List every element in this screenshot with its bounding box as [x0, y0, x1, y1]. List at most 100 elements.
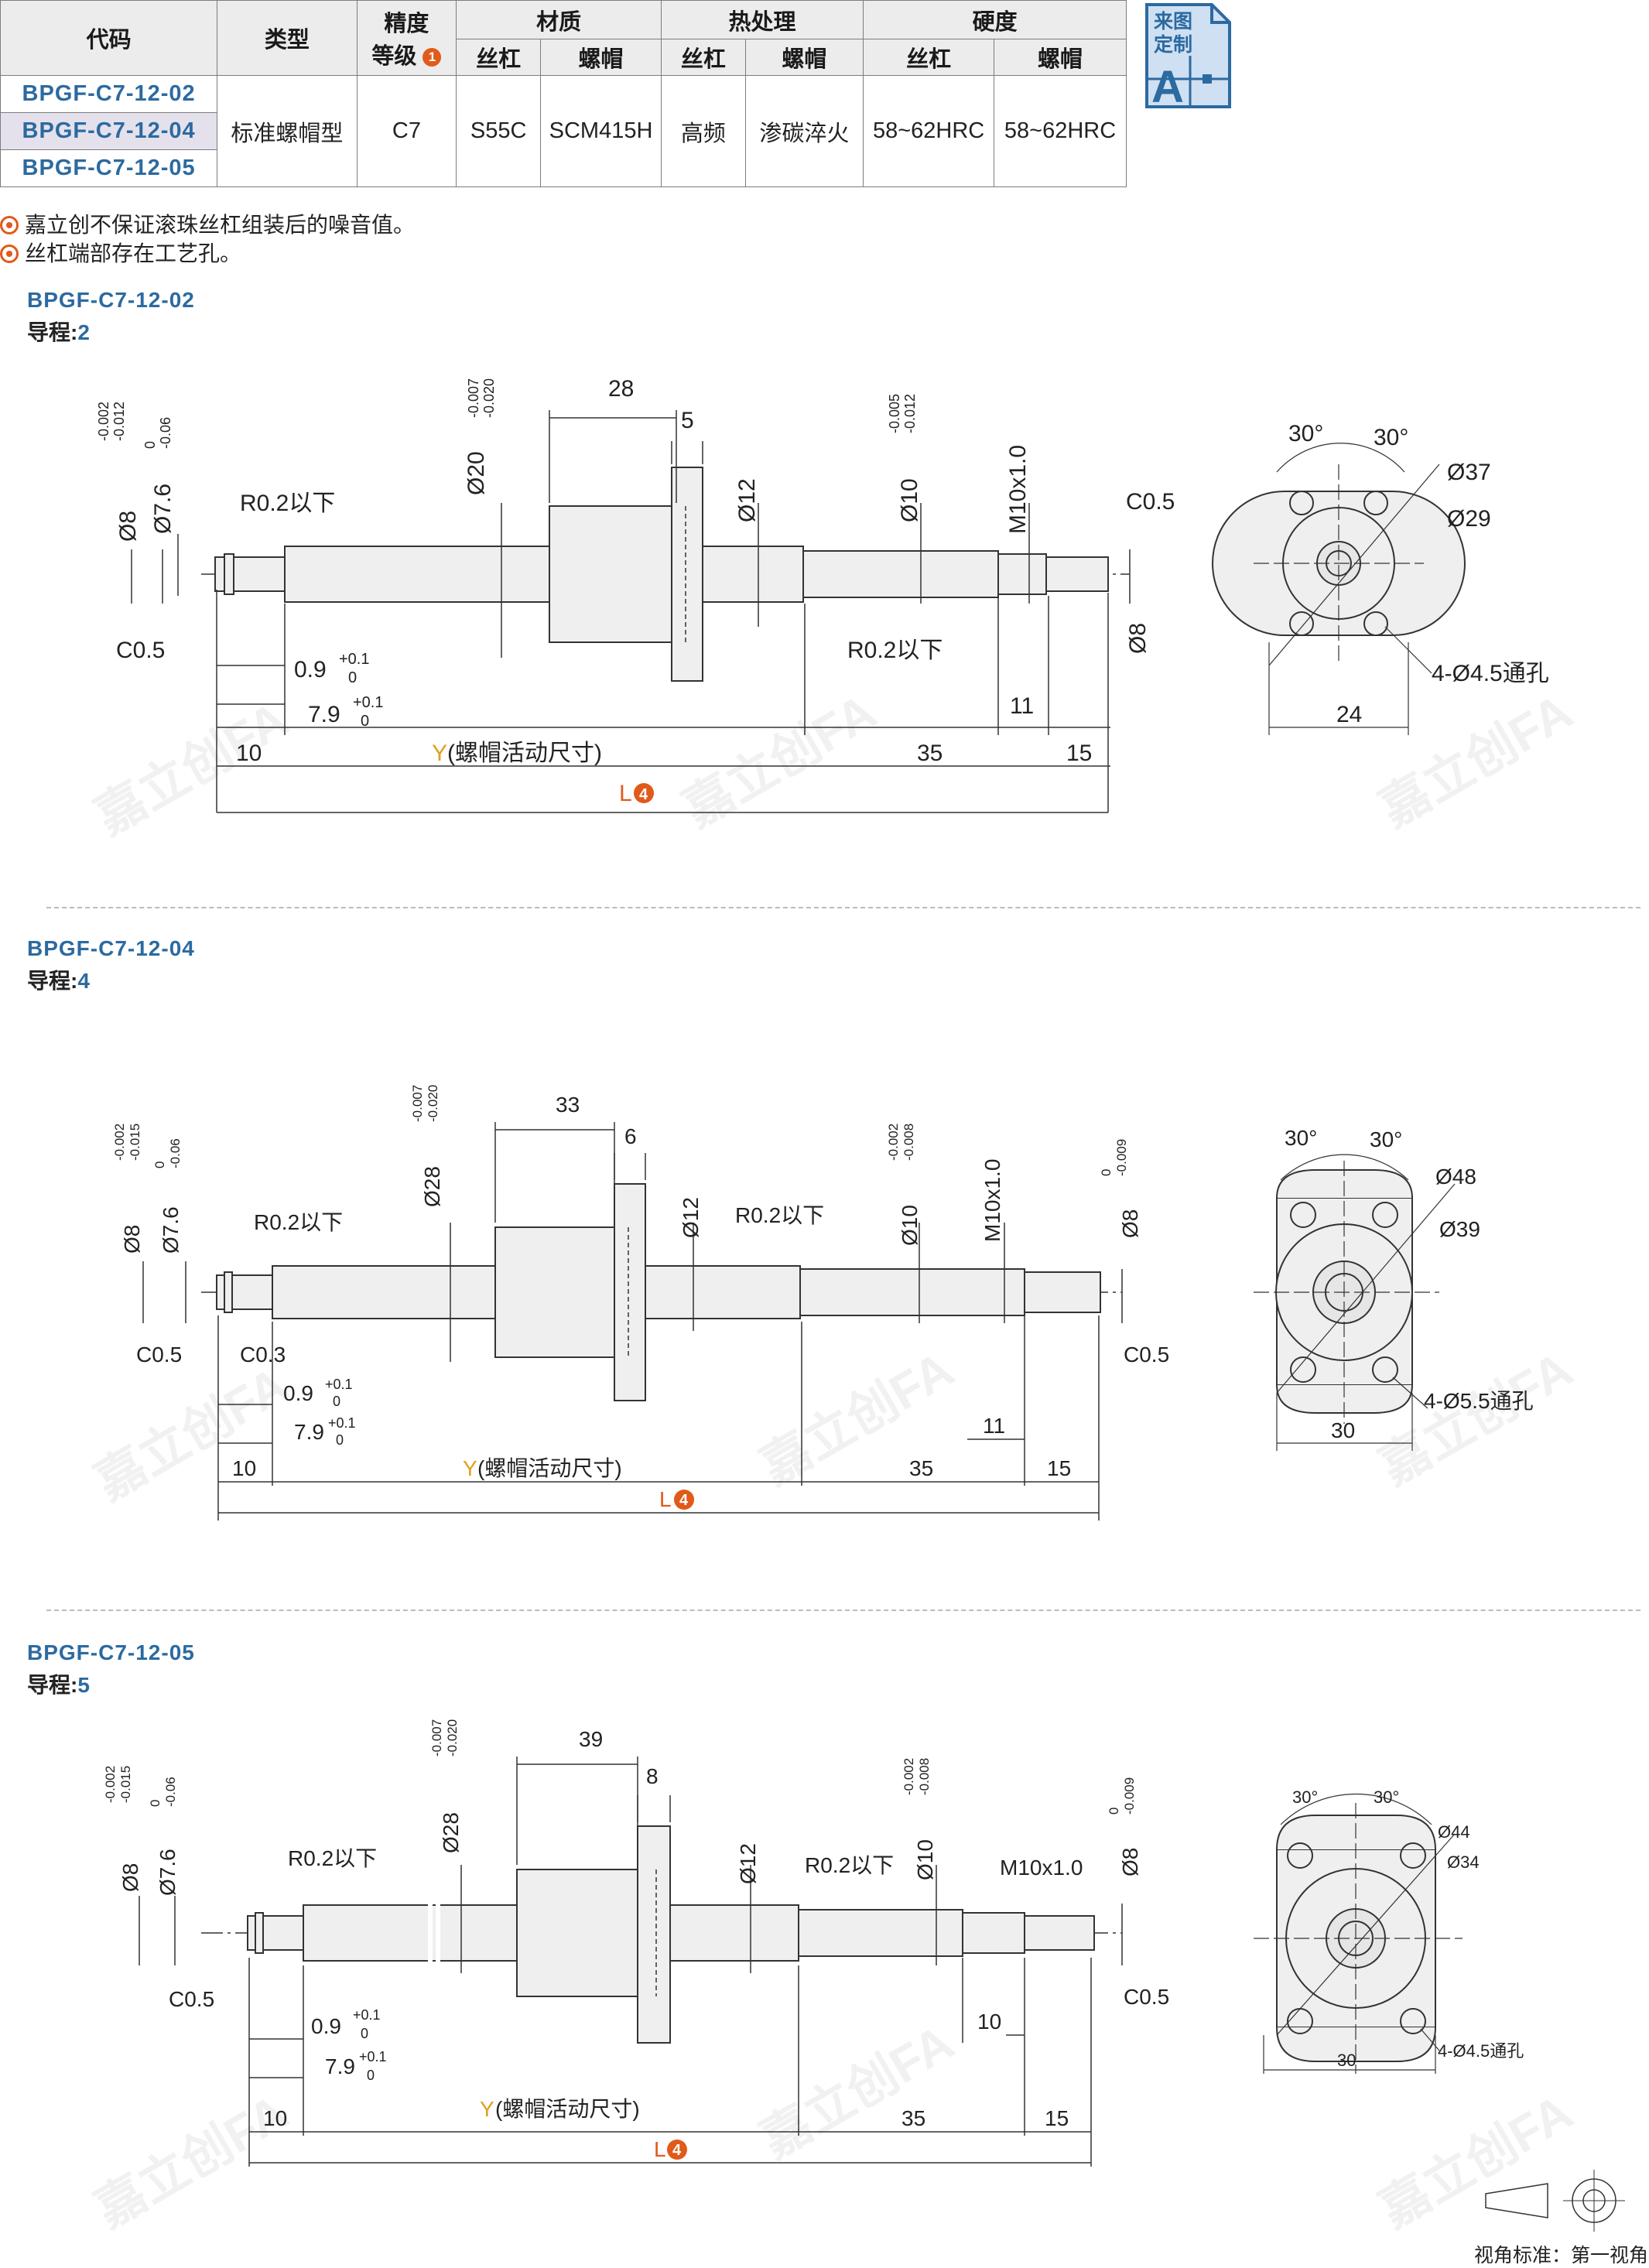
nut-flange [637, 1825, 671, 2044]
svg-text:4: 4 [679, 1492, 689, 1509]
svg-text:6: 6 [624, 1124, 637, 1148]
svg-text:R0.2以下: R0.2以下 [288, 1846, 377, 1870]
svg-text:-0.06: -0.06 [158, 417, 173, 449]
svg-text:-0.06: -0.06 [163, 1777, 178, 1807]
svg-text:C0.5: C0.5 [1126, 489, 1175, 515]
header-heat-screw: 丝杠 [660, 39, 746, 76]
flange-end-view [1212, 443, 1466, 735]
nut-body [494, 1226, 615, 1358]
header-hard-nut: 螺帽 [994, 39, 1127, 76]
svg-text:0: 0 [367, 2068, 375, 2083]
section-1-code: BPGF-C7-12-02 [27, 288, 195, 312]
svg-text:10: 10 [977, 2010, 1001, 2034]
svg-text:-0.015: -0.015 [118, 1766, 133, 1803]
svg-text:-0.020: -0.020 [481, 378, 497, 418]
svg-text:Ø8: Ø8 [115, 511, 141, 542]
section-1-lead: 导程:2 [27, 320, 90, 344]
svg-text:Ø8: Ø8 [1118, 1848, 1142, 1876]
svg-text:Ø7.6: Ø7.6 [159, 1206, 183, 1254]
svg-text:7.9: 7.9 [308, 702, 340, 727]
view-standard: 视角标准：第一视角 [1474, 2245, 1649, 2266]
svg-text:Ø8: Ø8 [120, 1225, 144, 1254]
svg-text:-0.002: -0.002 [96, 402, 111, 441]
svg-text:嘉立创FA: 嘉立创FA [1370, 683, 1582, 837]
svg-text:嘉立创FA: 嘉立创FA [674, 683, 885, 837]
header-precision: 精度 等级 1 [356, 0, 457, 76]
svg-text:15: 15 [1047, 1456, 1071, 1480]
code-cell-2[interactable]: BPGF-C7-12-04 [0, 112, 218, 150]
section-2-code: BPGF-C7-12-04 [27, 936, 195, 960]
svg-text:15: 15 [1066, 741, 1092, 766]
svg-text:C0.5: C0.5 [1124, 1985, 1169, 2009]
header-type: 类型 [217, 0, 358, 76]
svg-text:35: 35 [917, 741, 943, 766]
type-cell: 标准螺帽型 [217, 75, 358, 187]
svg-text:Ø44: Ø44 [1438, 1822, 1470, 1842]
svg-text:Ø8: Ø8 [1118, 1209, 1142, 1238]
note-bullet-icon [0, 244, 19, 263]
header-hard-screw: 丝杠 [863, 39, 995, 76]
svg-text:30°: 30° [1288, 421, 1323, 446]
svg-text:-0.008: -0.008 [917, 1758, 932, 1795]
notes: 嘉立创不保证滚珠丝杠组装后的噪音值。 丝杠端部存在工艺孔。 [0, 210, 415, 268]
svg-text:-0.007: -0.007 [466, 378, 481, 418]
svg-text:Ø10: Ø10 [897, 478, 922, 522]
spec-table: 代码 类型 精度 等级 1 材质 热处理 硬度 丝杠 螺帽 丝杠 螺帽 丝杠 螺… [0, 0, 1127, 187]
svg-text:Ø28: Ø28 [439, 1812, 463, 1853]
screw-shaft [216, 1183, 1101, 1401]
precision-cell: C7 [356, 75, 457, 187]
nut-body [516, 1869, 638, 1997]
svg-text:0: 0 [361, 2026, 368, 2041]
heat-nut-cell: 渗碳淬火 [744, 75, 864, 187]
svg-text:-0.008: -0.008 [901, 1124, 916, 1161]
note-marker-icon [674, 1490, 694, 1510]
code-cell-3[interactable]: BPGF-C7-12-05 [0, 149, 218, 187]
svg-text:30°: 30° [1370, 1127, 1402, 1151]
svg-text:Y: Y [480, 2097, 494, 2121]
svg-text:Ø12: Ø12 [736, 1843, 760, 1884]
note-marker-icon: 1 [423, 48, 442, 67]
svg-text:-0.009: -0.009 [1114, 1139, 1129, 1176]
section-divider [46, 1609, 1640, 1611]
custom-drawing-badge-icon: 来图 定制 A [1145, 3, 1231, 110]
svg-text:Y: Y [463, 1456, 477, 1480]
svg-text:0: 0 [336, 1432, 344, 1448]
code-cell-1[interactable]: BPGF-C7-12-02 [0, 75, 218, 113]
svg-text:(螺帽活动尺寸): (螺帽活动尺寸) [477, 1456, 622, 1480]
svg-text:-0.015: -0.015 [128, 1124, 142, 1161]
svg-text:+0.1: +0.1 [353, 694, 383, 711]
svg-text:C0.3: C0.3 [240, 1343, 286, 1367]
material-nut-cell: SCM415H [540, 75, 662, 187]
drawing-3: 嘉立创FA 嘉立创FA 嘉立创FA [86, 1719, 1625, 2236]
svg-text:Ø34: Ø34 [1447, 1852, 1480, 1872]
svg-text:30: 30 [1331, 1418, 1355, 1442]
first-angle-projection-icon [1485, 2170, 1625, 2232]
svg-text:10: 10 [232, 1456, 256, 1480]
svg-text:Ø48: Ø48 [1435, 1165, 1476, 1189]
section-divider [46, 907, 1640, 908]
svg-text:嘉立创FA: 嘉立创FA [86, 691, 297, 843]
svg-text:-0.009: -0.009 [1122, 1777, 1137, 1815]
svg-text:M10x1.0: M10x1.0 [980, 1159, 1004, 1242]
svg-text:30°: 30° [1374, 1787, 1399, 1807]
note-1: 嘉立创不保证滚珠丝杠组装后的噪音值。 [0, 210, 415, 239]
svg-text:-0.06: -0.06 [168, 1138, 183, 1168]
svg-text:R0.2以下: R0.2以下 [254, 1210, 343, 1234]
svg-text:Ø10: Ø10 [898, 1205, 922, 1246]
svg-text:C0.5: C0.5 [136, 1343, 182, 1367]
note-bullet-icon [0, 215, 19, 234]
header-heat-nut: 螺帽 [744, 39, 864, 76]
svg-text:(螺帽活动尺寸): (螺帽活动尺寸) [447, 741, 602, 766]
svg-text:0.9: 0.9 [294, 657, 327, 682]
svg-text:R0.2以下: R0.2以下 [805, 1853, 894, 1877]
svg-text:-0.020: -0.020 [426, 1085, 440, 1122]
svg-text:L: L [619, 781, 632, 806]
svg-text:-0.002: -0.002 [886, 1124, 901, 1161]
drawing-2: 嘉立创FA 嘉立创FA 嘉立创FA [86, 1085, 1582, 1521]
svg-text:10: 10 [236, 741, 262, 766]
svg-text:Ø12: Ø12 [679, 1197, 703, 1238]
note-marker-icon [667, 2140, 687, 2160]
section-3-code: BPGF-C7-12-05 [27, 1640, 195, 1664]
flange-end-view [1254, 1154, 1456, 1451]
svg-text:Ø37: Ø37 [1447, 460, 1491, 485]
